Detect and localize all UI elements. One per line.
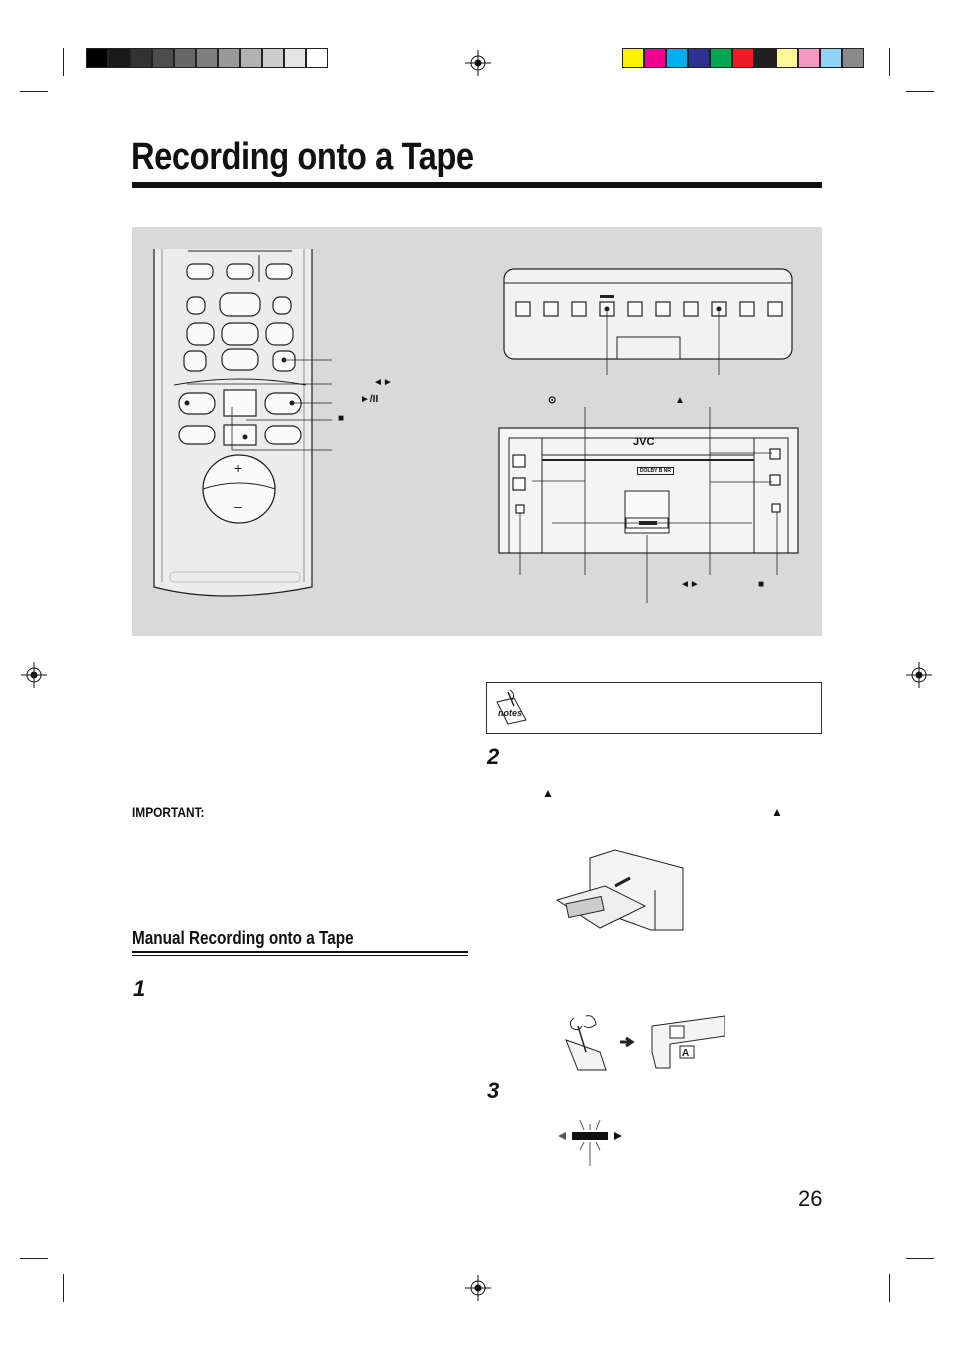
eject-icon: ▲ [771, 805, 783, 819]
color-swatch [622, 48, 644, 68]
step-number: 2 [487, 744, 500, 769]
remote-direction-label: ◄► [373, 377, 393, 388]
svg-text:A: A [682, 1048, 689, 1059]
tab-break-illustration: A [565, 1015, 725, 1071]
gray-swatch [174, 48, 196, 68]
svg-text:–: – [234, 498, 242, 514]
color-swatch [666, 48, 688, 68]
step-number: 3 [487, 1078, 500, 1103]
svg-text:+: + [234, 460, 242, 476]
gray-swatch [86, 48, 108, 68]
registration-mark [465, 1275, 491, 1301]
color-swatch [820, 48, 842, 68]
gray-swatch [152, 48, 174, 68]
color-swatch [798, 48, 820, 68]
page-number: 26 [798, 1186, 823, 1211]
color-swatch [776, 48, 798, 68]
step-number: 1 [133, 976, 146, 1001]
color-swatch [644, 48, 666, 68]
flashing-direction-indicator [558, 1119, 622, 1166]
crop-mark [63, 48, 64, 76]
gray-swatch [130, 48, 152, 68]
unit-stop-label: ■ [758, 579, 765, 590]
unit-eject-label: ▲ [675, 395, 685, 406]
crop-mark [889, 1274, 890, 1302]
important-label: IMPORTANT: [132, 804, 205, 820]
gray-swatch [196, 48, 218, 68]
crop-mark [889, 48, 890, 76]
section-rule [132, 955, 468, 956]
crop-mark [20, 91, 48, 92]
color-swatch [688, 48, 710, 68]
registration-mark [465, 50, 491, 76]
remote-stop-label: ■ [338, 413, 345, 424]
color-swatch [754, 48, 776, 68]
notes-icon: notes [496, 689, 527, 725]
gray-swatch [284, 48, 306, 68]
diagram-panel: +– [132, 227, 822, 636]
section-rule [132, 951, 468, 953]
remote-control-illustration: +– [153, 249, 799, 603]
unit-direction-label: ◄► [680, 579, 700, 590]
gray-swatch [218, 48, 240, 68]
gray-swatch [262, 48, 284, 68]
crop-mark [20, 1258, 48, 1259]
notes-box: notes [486, 682, 822, 734]
gray-swatch [108, 48, 130, 68]
eject-icon: ▲ [542, 786, 554, 800]
page-title: Recording onto a Tape [131, 136, 474, 178]
unit-timer-label: ⊙ [548, 395, 557, 406]
gray-swatch [306, 48, 328, 68]
crop-mark [63, 1274, 64, 1302]
registration-mark [906, 662, 932, 688]
dolby-badge: DOLBY B NR [637, 467, 675, 475]
crop-mark [906, 1258, 934, 1259]
color-swatch [710, 48, 732, 68]
jvc-logo: JVC [633, 436, 655, 448]
color-swatch [842, 48, 864, 68]
color-swatch [732, 48, 754, 68]
title-rule [132, 182, 822, 188]
registration-mark [21, 662, 47, 688]
remote-play-pause-label: ►/II [360, 394, 379, 405]
svg-text:notes: notes [498, 708, 522, 718]
section-heading: Manual Recording onto a Tape [132, 928, 354, 948]
cassette-insert-illustration [555, 849, 684, 931]
crop-mark [906, 91, 934, 92]
gray-swatch [240, 48, 262, 68]
